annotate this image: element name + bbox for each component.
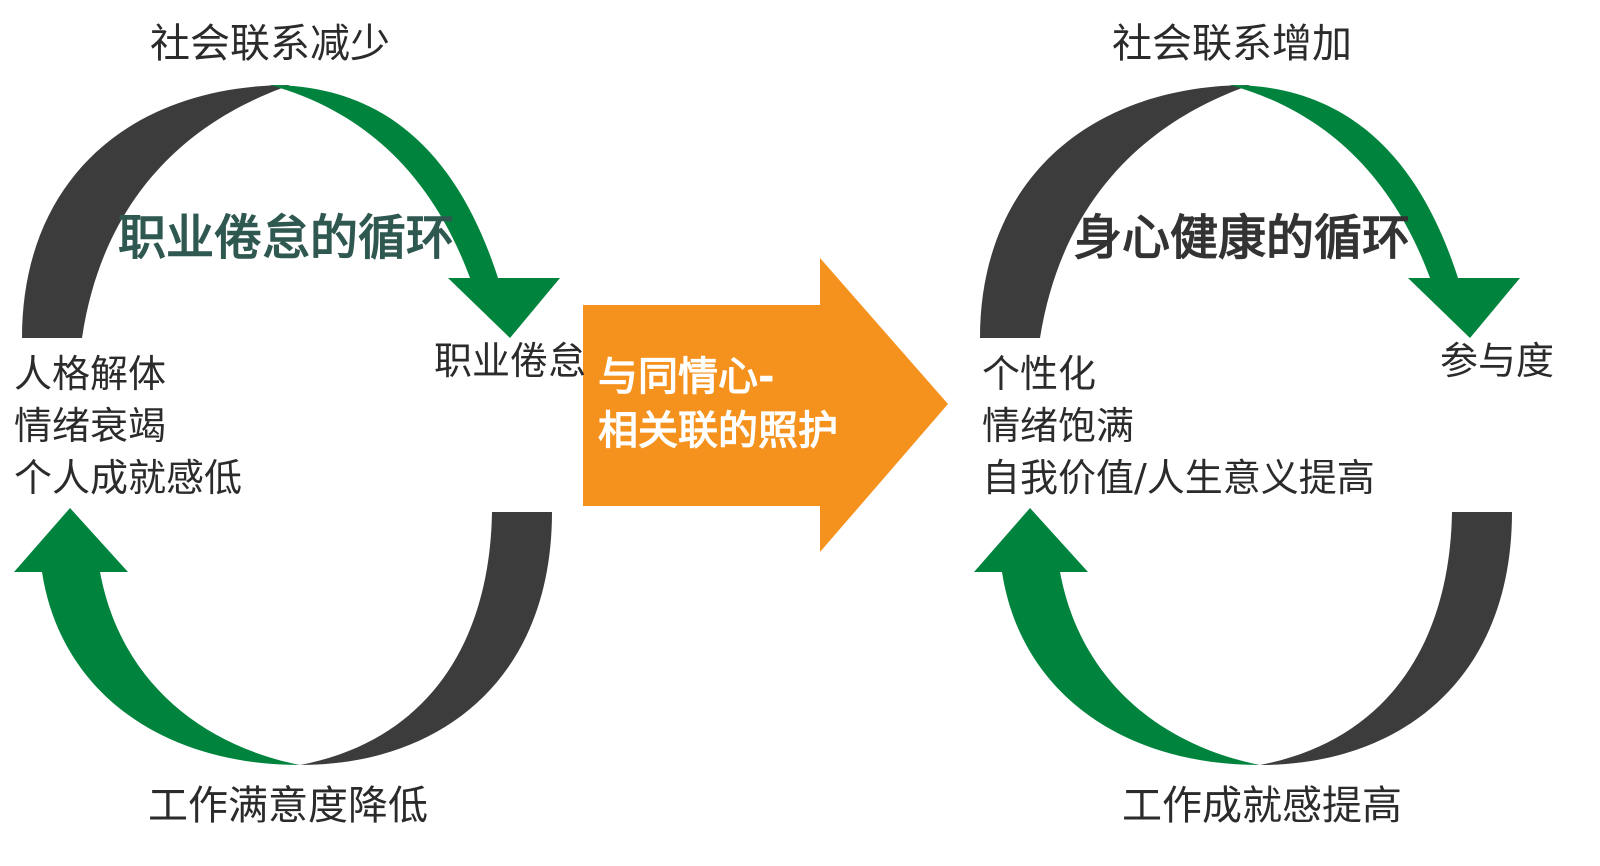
right-top-dark-arc — [980, 85, 1250, 338]
left-side-list: 人格解体 情绪衰竭 个人成就感低 — [14, 348, 242, 504]
center-arrow-line-1: 与同情心- — [598, 354, 775, 400]
left-list-item-1: 人格解体 — [14, 352, 167, 396]
left-bottom-dark-arc — [300, 512, 552, 765]
right-top-green-arrow — [1230, 85, 1520, 338]
right-bottom-dark-arc — [1260, 512, 1512, 765]
left-bottom-green-arrow — [14, 508, 300, 765]
center-arrow-line-2: 相关联的照护 — [598, 408, 838, 454]
left-list-item-3: 个人成就感低 — [14, 456, 243, 500]
right-bottom-label: 工作成就感提高 — [1122, 783, 1402, 829]
center-arrow-text: 与同情心- 相关联的照护 — [598, 350, 838, 458]
right-list-item-1: 个性化 — [982, 352, 1097, 396]
left-list-item-2: 情绪衰竭 — [14, 404, 167, 448]
right-side-list: 个性化 情绪饱满 自我价值/人生意义提高 — [982, 348, 1375, 504]
left-top-dark-arc — [22, 85, 290, 338]
right-right-label: 参与度 — [1440, 339, 1555, 383]
left-cycle-title: 职业倦怠的循环 — [118, 210, 455, 266]
right-cycle-title: 身心健康的循环 — [1074, 210, 1411, 266]
left-top-label: 社会联系减少 — [150, 21, 390, 67]
left-top-green-arrow — [270, 85, 560, 338]
right-list-item-2: 情绪饱满 — [982, 404, 1135, 448]
right-bottom-green-arrow — [974, 508, 1260, 765]
right-list-item-3: 自我价值/人生意义提高 — [982, 456, 1375, 500]
center-arrow-shape — [583, 258, 948, 552]
left-right-label: 职业倦怠 — [434, 339, 587, 383]
left-bottom-label: 工作满意度降低 — [148, 783, 428, 829]
right-top-label: 社会联系增加 — [1112, 21, 1352, 67]
